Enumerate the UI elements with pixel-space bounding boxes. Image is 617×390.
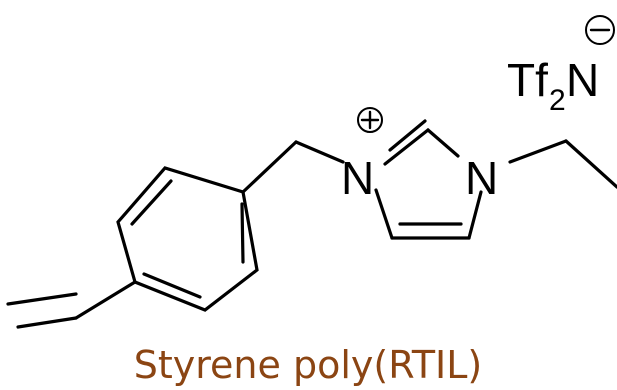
anion-prefix: Tf	[507, 54, 548, 106]
anion-nitrogen: N	[566, 54, 599, 106]
anion-label: Tf 2 N	[507, 54, 599, 117]
imidazolium-double-bond-inner	[388, 119, 427, 152]
n3-to-chain-bond	[508, 139, 568, 164]
anion-subscript: 2	[549, 84, 566, 117]
ring-to-ch2-bond	[241, 140, 298, 194]
negative-charge-icon	[585, 15, 615, 45]
vinyl-to-ring-bond	[74, 280, 137, 320]
benzene-ring	[116, 166, 259, 312]
diagram-caption: Styrene poly(RTIL)	[134, 343, 483, 387]
vinyl-double-bond-inner	[16, 316, 78, 329]
imidazolium-bond-n1-c2	[383, 128, 430, 166]
vinyl-double-bond-outer	[6, 292, 78, 306]
imidazolium-bond-n1-c5	[374, 188, 394, 240]
positive-charge-icon	[357, 107, 383, 133]
benzene-inner-bond-3	[142, 272, 202, 299]
imidazolium-bond-c2-n3	[426, 128, 460, 158]
chain-bond	[564, 139, 617, 189]
benzene-inner-bond-2	[240, 202, 245, 264]
ring-nitrogen-1: N	[341, 152, 374, 204]
ring-nitrogen-2: N	[465, 152, 498, 204]
ch2-to-n-bond	[294, 140, 345, 164]
imidazolium-bond-c4-n3	[467, 190, 483, 240]
benzene-inner-bond-1	[130, 179, 173, 226]
